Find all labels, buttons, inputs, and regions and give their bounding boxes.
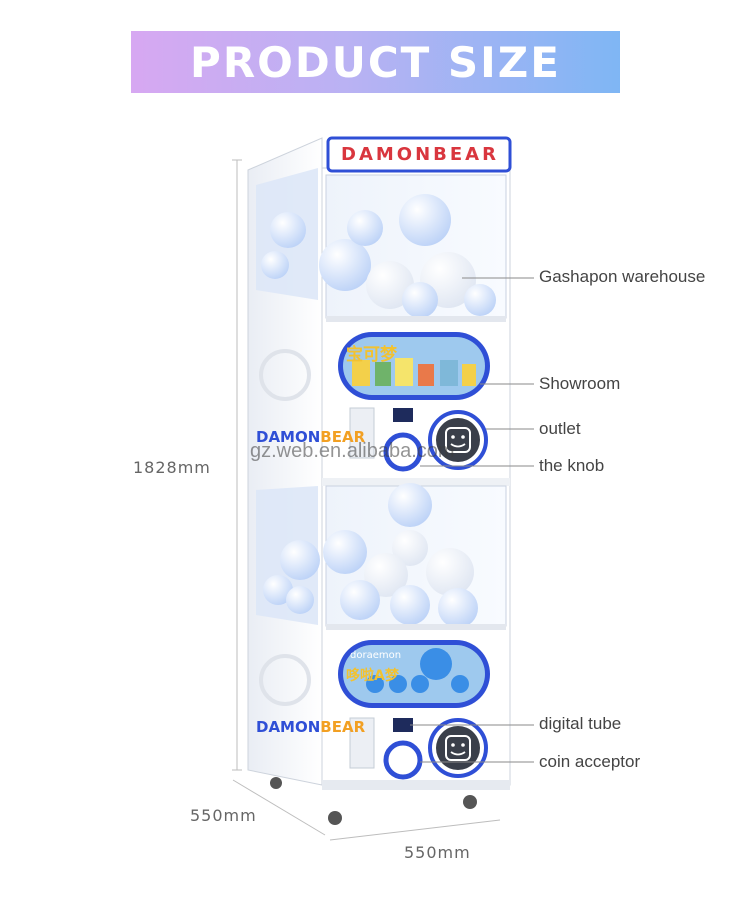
callout-leaders: [410, 277, 534, 763]
logo-word-bear-2: BEAR: [320, 718, 366, 736]
banner-title: PRODUCT SIZE: [190, 37, 561, 87]
callout-outlet: outlet: [539, 419, 581, 438]
marquee-text: DAMONBEAR: [341, 144, 499, 165]
showroom-top-text: 宝可梦: [346, 345, 397, 365]
showroom-bottom-small: doraemon: [350, 650, 402, 661]
logo-word-damon: DAMON: [256, 428, 321, 446]
depth-dimension-label: 550mm: [190, 806, 257, 825]
callout-digital-tube: digital tube: [539, 714, 622, 733]
digital-tube-bottom: [393, 718, 413, 732]
callout-showroom: Showroom: [539, 374, 621, 393]
callout-knob: the knob: [539, 456, 605, 475]
digital-tube-top: [393, 408, 413, 422]
showroom-bottom-text: 哆啦A梦: [346, 668, 399, 684]
logo-word-damon-2: DAMON: [256, 718, 321, 736]
callout-warehouse: Gashapon warehouse: [539, 267, 706, 286]
dimension-lines: [232, 159, 501, 841]
side-logo-bottom: DAMONBEAR: [256, 718, 365, 736]
watermark-text: gz.web.en.alibaba.com: [250, 440, 455, 462]
height-dimension-label: 1828mm: [133, 458, 211, 477]
logo-word-bear: BEAR: [320, 428, 366, 446]
coin-acceptor-bottom: [383, 740, 423, 780]
title-banner: PRODUCT SIZE: [131, 31, 620, 93]
outlet-bottom: [436, 726, 480, 770]
marquee-frame: [326, 136, 512, 173]
callout-coin-acceptor: coin acceptor: [539, 752, 641, 771]
width-dimension-label: 550mm: [404, 843, 471, 862]
side-logo-top: DAMONBEAR: [256, 428, 365, 446]
